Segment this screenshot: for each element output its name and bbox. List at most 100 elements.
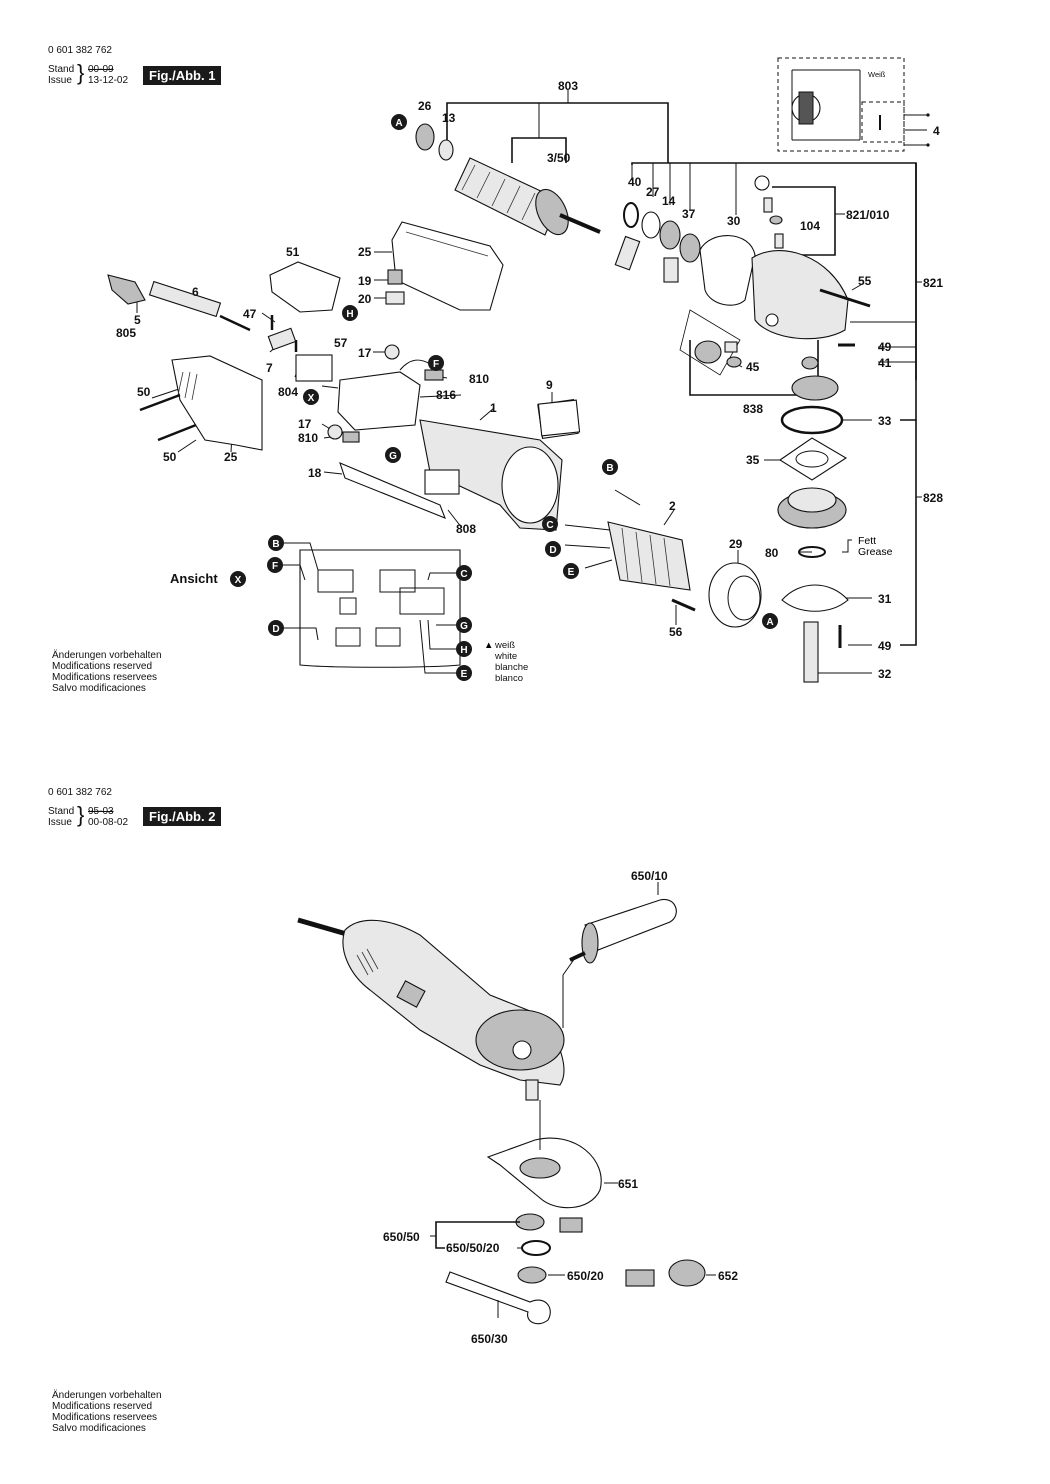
svg-text:X: X <box>235 575 242 586</box>
part-label: 810 <box>469 372 489 386</box>
part-label: 810 <box>298 431 318 445</box>
part-label: 19 <box>358 274 372 288</box>
part-label: 1 <box>490 401 497 415</box>
view-x <box>299 549 461 668</box>
svg-text:B: B <box>272 539 279 550</box>
part-label: 47 <box>243 307 257 321</box>
disclaimer-line: Modifications reservees <box>52 1412 158 1423</box>
disclaimer-line: Modifications reserved <box>52 661 153 672</box>
part-label: 50 <box>137 385 151 399</box>
disclaimer-line: Änderungen vorbehalten <box>52 1390 162 1401</box>
connector-marker-d: D <box>268 620 284 636</box>
disclaimer-line: Modifications reserved <box>52 1401 153 1412</box>
part-label: 2 <box>669 499 676 513</box>
part-label: 57 <box>334 336 348 350</box>
part-label: 650/50 <box>383 1230 420 1244</box>
fig1-connector-markers: A H F X G B C D E A X B F D C G H E <box>230 114 778 681</box>
part-label: 821 <box>923 276 943 290</box>
svg-text:A: A <box>395 118 402 129</box>
fett-label: Fett <box>858 535 876 547</box>
sheet1-issue-value: 13-12-02 <box>88 75 129 86</box>
svg-text:D: D <box>272 624 279 635</box>
part-label: 808 <box>456 522 476 536</box>
svg-text:B: B <box>606 463 613 474</box>
legend-triangle: ▲ <box>484 640 493 651</box>
part-label: 816 <box>436 388 456 402</box>
disclaimer-line: Modifications reservees <box>52 672 158 683</box>
sheet1-stand-value: 00-09 <box>88 64 114 75</box>
bearing-13 <box>438 139 454 161</box>
part-label: 49 <box>878 340 892 354</box>
part-label: 652 <box>718 1269 738 1283</box>
part-label: 33 <box>878 414 892 428</box>
legend-color: weiß <box>494 640 515 651</box>
connector-marker-h: H <box>456 641 472 657</box>
legend-color: blanche <box>495 662 528 673</box>
svg-text:C: C <box>546 520 553 531</box>
part-label: 45 <box>746 360 760 374</box>
connector-marker-f: F <box>267 557 283 573</box>
sheet2-figure-badge: Fig./Abb. 2 <box>143 807 222 826</box>
fig2-parts <box>297 882 716 1325</box>
connector-marker-h: H <box>342 305 358 321</box>
sheet2-issue-label: Issue <box>48 817 72 828</box>
part-label: 27 <box>646 185 660 199</box>
part-label: 6 <box>192 285 199 299</box>
connector-marker-c: C <box>542 516 558 532</box>
part-label: 18 <box>308 466 322 480</box>
fig1-part-labels: 803 26 13 3/50 40 27 14 37 30 821/010 10… <box>116 79 943 684</box>
sheet1-disclaimer: Änderungen vorbehalten Modifications res… <box>52 650 162 694</box>
svg-text:D: D <box>549 545 556 556</box>
fig1-leader-lines <box>136 90 927 674</box>
side-handle-650-10 <box>584 898 677 951</box>
part-label: 650/30 <box>471 1332 508 1346</box>
svg-text:H: H <box>460 645 467 656</box>
fig2-part-labels: 650/10 651 650/50 650/50/20 650/20 652 6… <box>383 869 738 1346</box>
sheet2-stand-value: 95-03 <box>88 806 114 817</box>
connector-marker-x: X <box>303 389 319 405</box>
svg-text:G: G <box>460 621 468 632</box>
part-label: 25 <box>224 450 238 464</box>
housing-cover-30 <box>699 235 756 306</box>
connector-marker-d: D <box>545 541 561 557</box>
svg-text:H: H <box>346 309 353 320</box>
armature <box>454 157 601 236</box>
connector-marker-a: A <box>391 114 407 130</box>
connector-marker-b: B <box>602 459 618 475</box>
disclaimer-line: Salvo modificaciones <box>52 683 146 694</box>
connector-marker-g: G <box>456 617 472 633</box>
part-label: 50 <box>163 450 177 464</box>
sheet2-brace: } <box>77 802 85 827</box>
part-label: 650/50/20 <box>446 1241 500 1255</box>
part-label: 5 <box>134 313 141 327</box>
connector-marker-e: E <box>456 665 472 681</box>
part-label: 80 <box>765 546 779 560</box>
schematic-weiss-label: Weiß <box>868 70 886 79</box>
sheet2-part-number: 0 601 382 762 <box>48 787 112 798</box>
svg-text:F: F <box>433 359 439 370</box>
bearing-26 <box>415 123 435 151</box>
stator-2 <box>607 521 691 591</box>
part-label: 40 <box>628 175 642 189</box>
connector-marker-f: F <box>428 355 444 371</box>
part-label: 26 <box>418 99 432 113</box>
svg-text:E: E <box>461 669 468 680</box>
handle-shell-25 <box>171 355 263 451</box>
part-label: 32 <box>878 667 892 681</box>
part-label: 17 <box>358 346 372 360</box>
svg-text:X: X <box>308 393 315 404</box>
part-label: 821/010 <box>846 208 890 222</box>
svg-text:E: E <box>568 567 575 578</box>
part-label: 838 <box>743 402 763 416</box>
part-label: 104 <box>800 219 820 233</box>
ansicht-label: Ansicht <box>170 571 218 586</box>
part-label: 37 <box>682 207 696 221</box>
disclaimer-line: Salvo modificaciones <box>52 1423 146 1434</box>
svg-text:F: F <box>272 561 278 572</box>
part-label: 828 <box>923 491 943 505</box>
part-label: 25 <box>358 245 372 259</box>
part-label: 29 <box>729 537 743 551</box>
part-label: 14 <box>662 194 676 208</box>
connector-marker-a: A <box>762 613 778 629</box>
